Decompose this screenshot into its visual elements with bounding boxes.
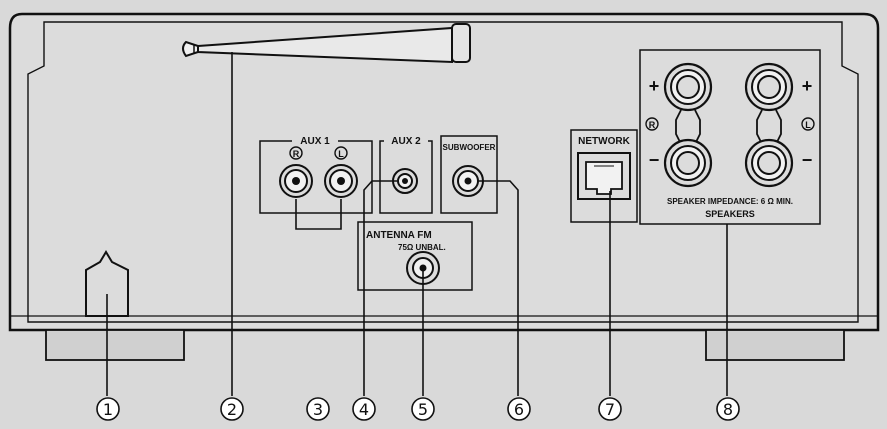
fm-antenna-input[interactable]: ANTENNA FM 75Ω UNBAL. [357, 221, 473, 291]
svg-text:6: 6 [514, 400, 524, 419]
network-port[interactable]: NETWORK [570, 129, 638, 223]
svg-text:2: 2 [227, 400, 237, 419]
aux2-input[interactable]: AUX 2 [379, 133, 433, 214]
fm-antenna-spec: 75Ω UNBAL. [398, 243, 446, 252]
power-inlet[interactable] [85, 250, 129, 317]
speaker-impedance-label: SPEAKER IMPEDANCE: 6 Ω MIN. [667, 197, 793, 206]
speaker-plus-left: + [649, 76, 660, 96]
aux1-input[interactable]: AUX 1 R L [259, 133, 373, 214]
svg-text:3: 3 [313, 400, 323, 419]
antenna-hinge [451, 23, 471, 63]
speaker-r-text: R [649, 120, 656, 130]
svg-text:4: 4 [359, 400, 369, 419]
aux1-l-mark [334, 146, 348, 160]
ethernet-socket [585, 161, 623, 195]
subwoofer-output[interactable]: SUBWOOFER [440, 135, 498, 214]
subwoofer-label: SUBWOOFER [443, 143, 496, 152]
svg-text:5: 5 [418, 400, 428, 419]
speakers-label: SPEAKERS [705, 209, 755, 219]
svg-text:1: 1 [103, 400, 113, 419]
aux2-label: AUX 2 [391, 136, 421, 147]
leader-4 [363, 180, 397, 396]
right-foot [705, 329, 845, 361]
speaker-l-text: L [805, 120, 811, 130]
network-frame [570, 129, 638, 223]
aux1-r-text: R [293, 149, 300, 159]
fm-antenna-jack[interactable] [406, 251, 440, 285]
aux1-l-jack[interactable] [324, 164, 358, 198]
leader-3 [295, 199, 342, 230]
callout-2: 2 [220, 397, 244, 421]
wireless-antenna[interactable] [182, 23, 471, 64]
speaker-l-mark [801, 117, 815, 131]
aux1-r-mark [289, 146, 303, 160]
aux2-label-bg [384, 133, 428, 147]
callout-3: 3 [306, 397, 330, 421]
speaker-l-minus-terminal[interactable] [744, 138, 794, 188]
speaker-r-minus-terminal[interactable] [663, 138, 713, 188]
network-label: NETWORK [578, 136, 630, 147]
aux1-label-bg [292, 133, 338, 147]
chassis-outline [8, 12, 880, 332]
aux2-jack[interactable] [392, 168, 418, 194]
callout-7: 7 [598, 397, 622, 421]
fm-antenna-label: ANTENNA FM [366, 230, 432, 241]
aux1-label: AUX 1 [300, 136, 330, 147]
leader-6 [477, 180, 519, 396]
speaker-minus-right: − [802, 150, 813, 170]
speaker-terminals[interactable]: + + − − R L SPEAKER IMP [639, 49, 821, 225]
callout-5: 5 [411, 397, 435, 421]
callout-4: 4 [352, 397, 376, 421]
speaker-plus-right: + [802, 76, 813, 96]
speaker-l-plus-terminal[interactable] [744, 62, 794, 112]
speaker-l-bridge [756, 109, 782, 145]
speaker-r-plus-terminal[interactable] [663, 62, 713, 112]
left-foot [45, 329, 185, 361]
speaker-r-mark [645, 117, 659, 131]
aux1-l-text: L [338, 149, 344, 159]
fm-antenna-frame [357, 221, 473, 291]
callout-1: 1 [96, 397, 120, 421]
aux1-r-jack[interactable] [279, 164, 313, 198]
chassis-inner-outline [27, 21, 859, 323]
leader-lines [106, 52, 728, 396]
speaker-r-bridge [675, 109, 701, 145]
svg-text:8: 8 [723, 400, 733, 419]
callout-8: 8 [716, 397, 740, 421]
subwoofer-frame [440, 135, 498, 214]
callout-6: 6 [507, 397, 531, 421]
speakers-frame [639, 49, 821, 225]
speaker-minus-left: − [649, 150, 660, 170]
svg-text:7: 7 [605, 400, 615, 419]
